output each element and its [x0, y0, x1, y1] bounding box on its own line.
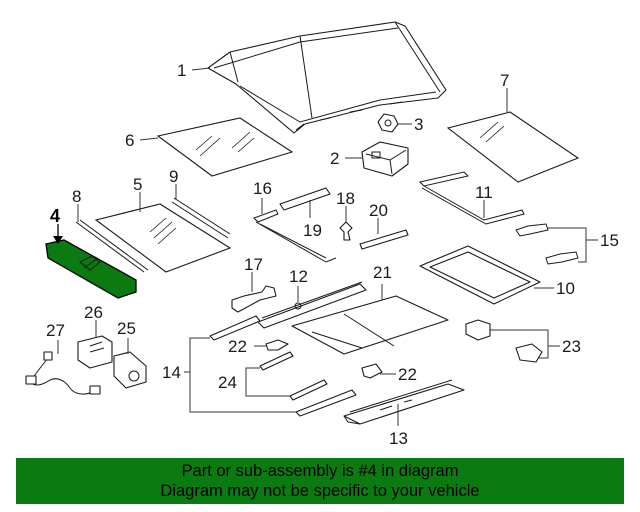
- callout-25: 25: [117, 319, 136, 338]
- callout-9: 9: [169, 167, 178, 186]
- part-22-clip-lower[interactable]: [361, 363, 383, 379]
- callout-12: 12: [289, 267, 308, 286]
- part-21-sunshade[interactable]: [291, 295, 449, 355]
- part-5-glass-panel[interactable]: [94, 203, 232, 273]
- banner-line-2: Diagram may not be specific to your vehi…: [160, 482, 480, 500]
- callout-5: 5: [133, 175, 142, 194]
- callout-19: 19: [303, 221, 322, 240]
- part-18-clip[interactable]: [339, 221, 353, 241]
- part-2-bracket[interactable]: [361, 141, 409, 177]
- callout-15: 15: [600, 231, 619, 250]
- part-9-seal-strip[interactable]: [171, 197, 231, 239]
- part-1-roof-panel[interactable]: [207, 21, 447, 134]
- info-banner: Part or sub-assembly is #4 in diagram Di…: [16, 458, 624, 504]
- callout-21: 21: [373, 263, 392, 282]
- part-20-strip[interactable]: [359, 229, 409, 250]
- callout-11: 11: [475, 183, 493, 202]
- part-24-slide[interactable]: [259, 351, 328, 401]
- part-6-glass-panel[interactable]: [156, 117, 294, 177]
- part-14-guide-rail[interactable]: [209, 315, 357, 417]
- part-26-motor[interactable]: [77, 335, 113, 369]
- callout-13: 13: [389, 429, 408, 448]
- callout-26: 26: [84, 303, 103, 322]
- callout-8: 8: [72, 187, 81, 206]
- part-23-bracket[interactable]: [465, 319, 543, 363]
- part-15-drain-hose[interactable]: [515, 223, 579, 265]
- callout-6: 6: [125, 131, 134, 150]
- part-4-sunshade-panel[interactable]: [45, 239, 137, 299]
- callout-3: 3: [414, 115, 423, 134]
- banner-line-1: Part or sub-assembly is #4 in diagram: [181, 462, 459, 480]
- callout-27: 27: [46, 321, 65, 340]
- part-27-wire-harness[interactable]: [25, 351, 101, 395]
- callout-24: 24: [218, 373, 237, 392]
- callout-1: 1: [177, 61, 186, 80]
- roof-parts-diagram: 1 2 3 6 7 8 5 9: [25, 21, 619, 448]
- part-17-bracket[interactable]: [231, 285, 277, 313]
- callout-17: 17: [244, 255, 263, 274]
- callout-18: 18: [336, 189, 355, 208]
- callout-23: 23: [562, 337, 581, 356]
- part-7-sunroof-glass[interactable]: [446, 111, 580, 183]
- part-8-weatherstrip[interactable]: [75, 219, 149, 273]
- callout-2: 2: [330, 149, 339, 168]
- part-19-deflector[interactable]: [279, 187, 331, 211]
- callout-20: 20: [369, 201, 388, 220]
- part-3-nut[interactable]: [377, 113, 399, 133]
- callout-22-upper: 22: [228, 337, 247, 356]
- callout-16: 16: [253, 179, 272, 198]
- part-10-frame[interactable]: [419, 245, 541, 305]
- callout-10: 10: [556, 279, 575, 298]
- callout-14: 14: [162, 363, 181, 382]
- part-12-rail[interactable]: [257, 281, 367, 329]
- part-11-seal[interactable]: [419, 171, 525, 225]
- callout-22-lower: 22: [398, 365, 417, 384]
- part-25-motor[interactable]: [113, 351, 147, 389]
- part-22-clip-upper[interactable]: [265, 339, 289, 351]
- part-13-front-frame[interactable]: [343, 379, 465, 425]
- part-16-rail[interactable]: [253, 209, 337, 263]
- callout-4: 4: [50, 206, 60, 226]
- callout-7: 7: [500, 71, 509, 90]
